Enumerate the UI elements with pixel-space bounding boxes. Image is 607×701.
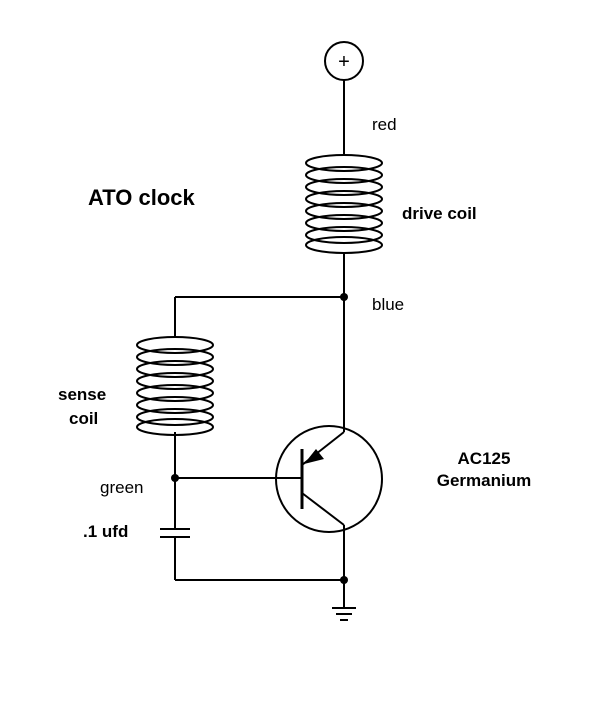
diagram-title: ATO clock <box>88 185 196 210</box>
sense-coil <box>136 336 214 436</box>
junction-ground <box>340 576 348 584</box>
drive-coil <box>305 154 383 254</box>
wire-label-red: red <box>372 115 397 134</box>
drive-coil-label: drive coil <box>402 204 477 223</box>
transistor-symbol <box>275 425 383 533</box>
ground-icon <box>332 607 356 621</box>
wire-label-blue: blue <box>372 295 404 314</box>
sense-coil-label-line1: sense <box>58 385 106 404</box>
junction-blue <box>340 293 348 301</box>
junction-dots <box>171 293 348 584</box>
transistor-label-line1: AC125 <box>458 449 511 468</box>
wiring <box>174 80 345 608</box>
positive-supply-terminal: + <box>324 41 364 81</box>
junction-green <box>171 474 179 482</box>
plus-symbol: + <box>338 51 350 73</box>
emitter-arrow-icon <box>304 449 324 464</box>
wire-label-green: green <box>100 478 143 497</box>
capacitor-symbol <box>160 528 190 538</box>
sense-coil-label-line2: coil <box>69 409 98 428</box>
capacitor-label: .1 ufd <box>83 522 128 541</box>
transistor-label-line2: Germanium <box>437 471 531 490</box>
